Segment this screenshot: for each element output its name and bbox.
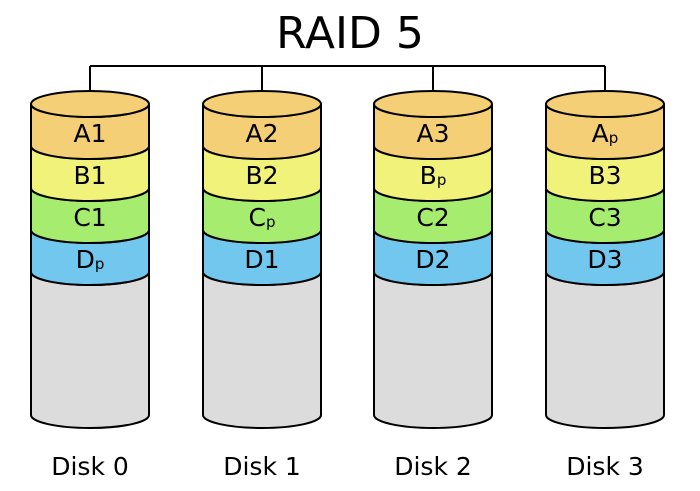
- disk-label: Disk 3: [566, 452, 644, 481]
- block-label-main: B: [588, 161, 605, 190]
- block-label: C1: [73, 203, 106, 232]
- diagram-title: RAID 5: [276, 8, 424, 59]
- block-label: B3: [588, 161, 621, 190]
- block-label-main: B: [420, 161, 437, 190]
- block-label: A1: [73, 119, 106, 148]
- block-label: B1: [73, 161, 106, 190]
- block-label: C3: [588, 203, 621, 232]
- disk-free-space: [545, 271, 665, 429]
- controller-connector: [89, 65, 606, 104]
- disk-free-space: [373, 271, 493, 429]
- block-label: Ap: [592, 119, 619, 148]
- block-label-index: 2: [263, 161, 279, 190]
- block-label: Bp: [420, 161, 447, 190]
- block-label-index: 3: [434, 119, 450, 148]
- block-label-index: 2: [263, 119, 279, 148]
- block-label-main: C: [416, 203, 433, 232]
- block-label-main: A: [73, 119, 90, 148]
- block-label: Dp: [76, 245, 105, 274]
- block-label-parity: p: [609, 129, 619, 147]
- block-label-index: 2: [434, 203, 450, 232]
- block-label-parity: p: [95, 255, 105, 273]
- block-label-parity: p: [437, 171, 447, 189]
- block-label-main: D: [587, 245, 606, 274]
- block-label-main: D: [76, 245, 95, 274]
- block-label-main: B: [245, 161, 262, 190]
- block-label-main: C: [73, 203, 90, 232]
- block-label: D3: [587, 245, 622, 274]
- block-label-index: 3: [606, 203, 622, 232]
- disk-label: Disk 1: [223, 452, 301, 481]
- disk-top-cap: [545, 90, 665, 118]
- block-label-index: 1: [91, 119, 107, 148]
- block-label: Cp: [249, 203, 276, 232]
- disk-top-cap: [30, 90, 150, 118]
- block-label-main: C: [588, 203, 605, 232]
- block-label-main: A: [416, 119, 433, 148]
- disk-top-cap: [202, 90, 322, 118]
- block-label-index: 3: [607, 245, 623, 274]
- disk-free-space: [30, 271, 150, 429]
- disk-label: Disk 0: [51, 452, 129, 481]
- block-label: C2: [416, 203, 449, 232]
- disk-top-cap: [373, 90, 493, 118]
- block-label: A3: [416, 119, 449, 148]
- block-label-main: D: [244, 245, 263, 274]
- block-label-index: 2: [435, 245, 451, 274]
- block-label-index: 3: [606, 161, 622, 190]
- block-label: A2: [245, 119, 278, 148]
- block-label-main: A: [592, 119, 609, 148]
- block-label-index: 1: [264, 245, 280, 274]
- block-label: D2: [415, 245, 450, 274]
- block-label: B2: [245, 161, 278, 190]
- block-label-main: D: [415, 245, 434, 274]
- block-label-main: A: [245, 119, 262, 148]
- disk-label: Disk 2: [394, 452, 472, 481]
- block-label-index: 1: [91, 161, 107, 190]
- disk-free-space: [202, 271, 322, 429]
- block-label-index: 1: [91, 203, 107, 232]
- block-label-parity: p: [266, 213, 276, 231]
- block-label-main: C: [249, 203, 266, 232]
- block-label: D1: [244, 245, 279, 274]
- block-label-main: B: [73, 161, 90, 190]
